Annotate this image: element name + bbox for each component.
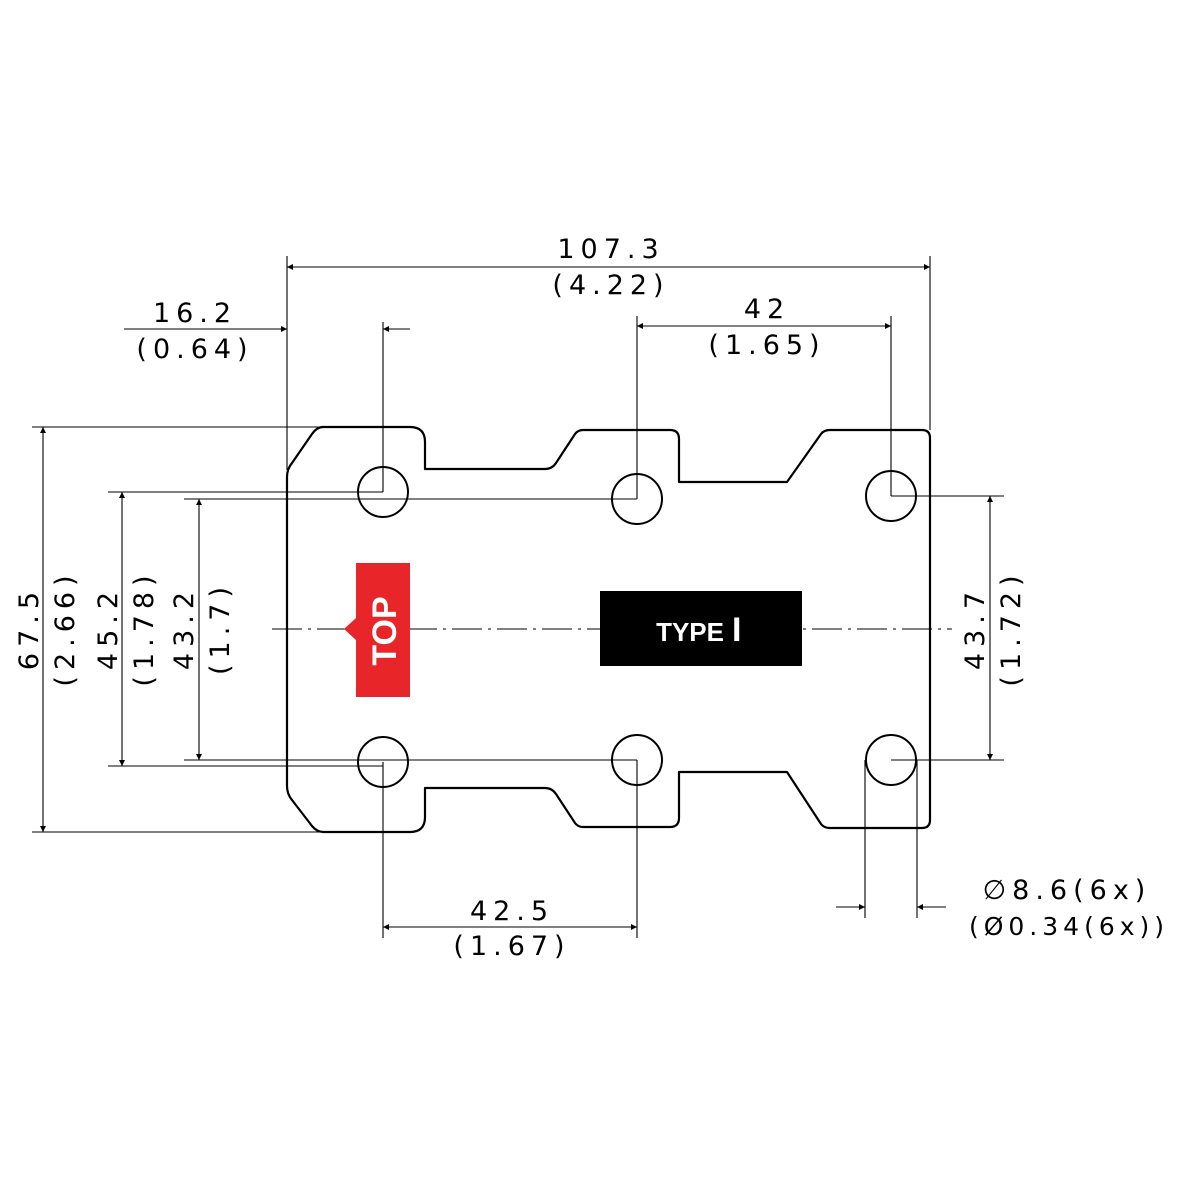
right-hole-spacing-in: (1.72) — [996, 569, 1027, 686]
outer-hole-spacing-in: (1.78) — [129, 569, 160, 686]
overall-width-in: (4.22) — [552, 270, 669, 301]
extension-lines — [32, 256, 1004, 938]
hole-diameter-in: (Ø0.34(6x)) — [969, 912, 1169, 941]
hole-spacing-bottom-in: (1.67) — [453, 931, 570, 962]
edge-to-hole-in: (0.64) — [136, 334, 253, 365]
edge-to-hole-mm: 16.2 — [153, 298, 237, 329]
plate-outline — [285, 425, 932, 834]
hole-spacing-top-in: (1.65) — [708, 330, 825, 361]
type-tag-numeral: I — [732, 611, 741, 649]
overall-height-in: (2.66) — [50, 569, 81, 686]
top-tag-label: TOP — [366, 596, 404, 665]
top-tag: TOP — [344, 563, 410, 697]
dimension-lines — [40, 264, 993, 930]
inner-hole-spacing-in: (1.7) — [205, 581, 236, 675]
type-tag-label: TYPE — [656, 617, 724, 647]
type-tag: TYPE I — [600, 591, 802, 666]
right-hole-spacing-mm: 43.7 — [960, 586, 991, 670]
overall-height-mm: 67.5 — [14, 586, 45, 670]
overall-width-mm: 107.3 — [557, 234, 664, 265]
hole-spacing-bottom-mm: 42.5 — [470, 896, 554, 927]
hole-spacing-top-mm: 42 — [744, 294, 790, 325]
outer-hole-spacing-mm: 45.2 — [93, 586, 124, 670]
hole-diameter-mm: ∅8.6(6x) — [983, 875, 1152, 906]
inner-hole-spacing-mm: 43.2 — [169, 586, 200, 670]
